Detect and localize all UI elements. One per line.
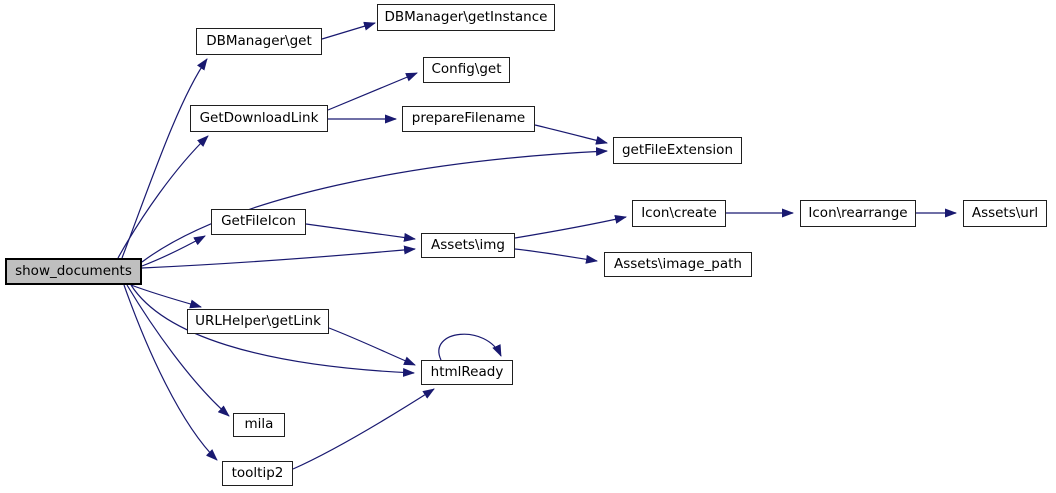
edge-preparefilename-to-getfileextension: [534, 124, 608, 145]
edge-show-documents-to-urlhelper-getlink: [130, 284, 202, 309]
node-getdownloadlink[interactable]: GetDownloadLink: [190, 105, 328, 132]
node-mila[interactable]: mila: [233, 413, 285, 437]
node-assets-img[interactable]: Assets\img: [421, 233, 515, 258]
node-assets-image-path[interactable]: Assets\image_path: [604, 252, 752, 277]
edge-getfileicon-to-assets-img: [305, 223, 416, 242]
node-dbmanager-getinstance[interactable]: DBManager\getInstance: [377, 4, 555, 31]
node-icon-rearrange[interactable]: Icon\rearrange: [800, 200, 916, 227]
edge-show-documents-to-getfileextension: [141, 147, 608, 263]
node-preparefilename[interactable]: prepareFilename: [402, 106, 535, 132]
edge-show-documents-to-getdownloadlink: [117, 135, 209, 259]
node-getfileicon[interactable]: GetFileIcon: [211, 209, 306, 235]
edge-urlhelper-getlink-to-htmlready: [328, 327, 416, 366]
edge-getdownloadlink-to-config-get: [327, 72, 418, 111]
edge-assets-img-to-assets-image-path: [514, 248, 598, 264]
edge-dbmanager-get-to-dbmanager-getinstance: [321, 21, 376, 40]
edge-tooltip2-to-htmlready: [292, 388, 435, 470]
edge-show-documents-to-getfileicon: [141, 235, 206, 267]
edge-show-documents-to-tooltip2: [123, 284, 218, 461]
edge-show-documents-to-mila: [126, 284, 230, 417]
edge-htmlready-to-htmlready: [438, 333, 502, 361]
node-tooltip2[interactable]: tooltip2: [222, 461, 293, 486]
edge-show-documents-to-assets-img: [141, 245, 416, 269]
edge-show-documents-to-htmlready: [130, 284, 415, 377]
node-icon-create[interactable]: Icon\create: [632, 200, 726, 227]
edge-show-documents-to-dbmanager-get: [121, 58, 208, 259]
node-getfileextension[interactable]: getFileExtension: [613, 137, 742, 164]
node-config-get[interactable]: Config\get: [423, 57, 510, 83]
node-assets-url[interactable]: Assets\url: [963, 200, 1047, 227]
node-htmlready[interactable]: htmlReady: [421, 360, 513, 385]
node-dbmanager-get[interactable]: DBManager\get: [196, 28, 322, 55]
edge-assets-img-to-icon-create: [514, 214, 627, 239]
node-show-documents: show_documents: [5, 258, 142, 285]
node-urlhelper-getlink[interactable]: URLHelper\getLink: [187, 309, 329, 334]
